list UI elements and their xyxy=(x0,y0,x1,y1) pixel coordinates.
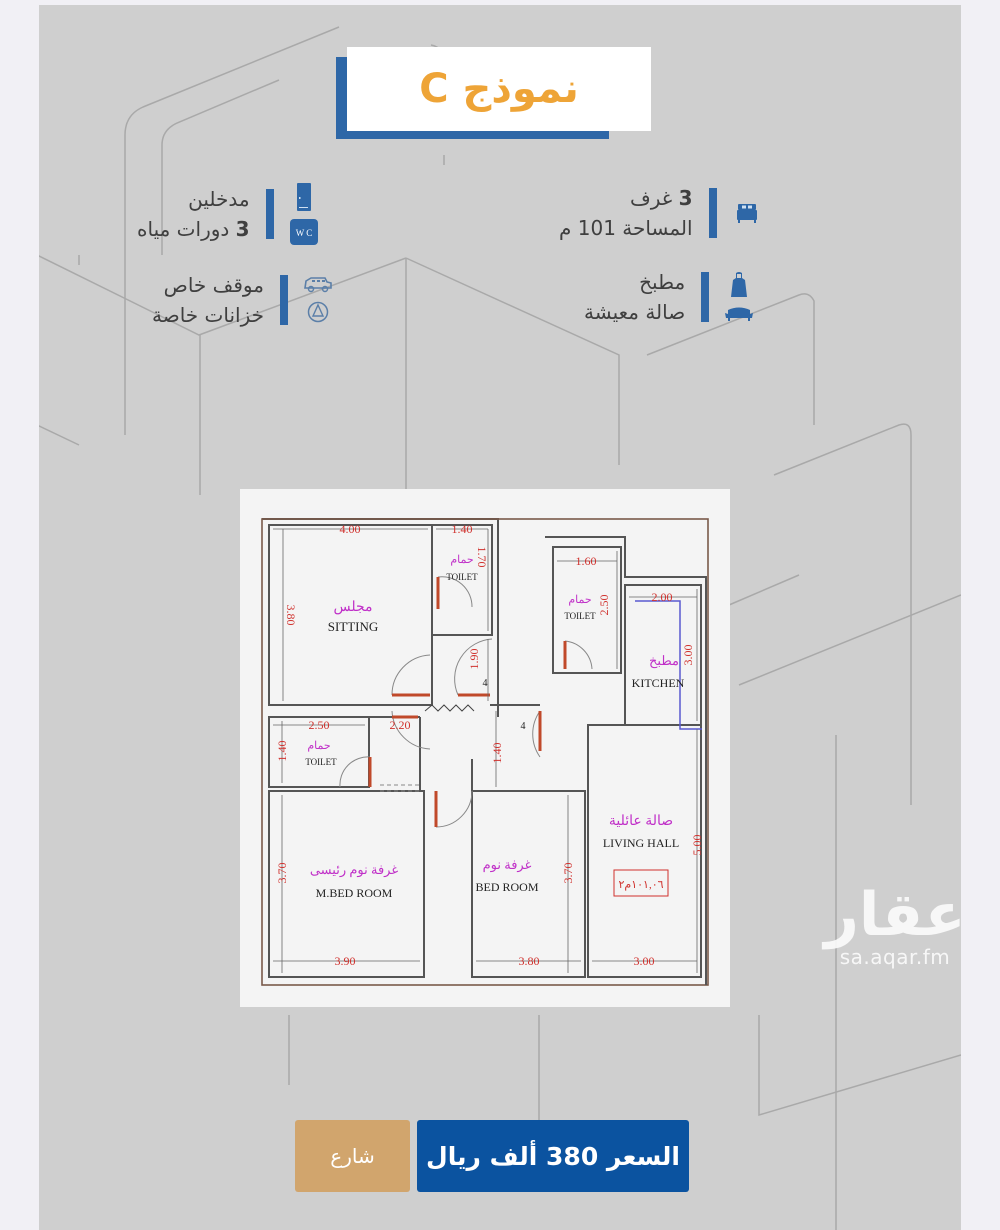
dim-bed-height: 3.70 xyxy=(561,863,575,884)
room-toilet-mid-ar: حمام xyxy=(568,594,591,606)
dim-living-height: 5.00 xyxy=(690,835,704,856)
dim-hall-small: 2.20 xyxy=(390,718,411,732)
room-kitchen-ar: مطبخ xyxy=(649,653,679,669)
dim-toilet-top-width: 1.40 xyxy=(452,522,473,536)
room-living-en: LIVING HALL xyxy=(603,836,679,850)
dim-bed-width: 3.80 xyxy=(519,954,540,968)
background-hex-pattern xyxy=(39,26,961,1230)
feature-kitchen: مطبخ xyxy=(639,270,686,294)
room-master-bed-en: M.BED ROOM xyxy=(316,886,393,900)
room-bed-en: BED ROOM xyxy=(475,880,538,894)
feature-living: صالة معيشة xyxy=(584,300,686,324)
feature-rooms-count: 3 غرف xyxy=(630,186,693,210)
room-toilet-left-ar: حمام xyxy=(307,740,330,752)
dim-corridor-height: 1.90 xyxy=(467,649,481,670)
price-button[interactable]: السعر 380 ألف ريال xyxy=(417,1120,689,1192)
feature-rooms-area: 3 غرف المساحة 101 م xyxy=(559,183,761,243)
room-living-ar: صالة عائلية xyxy=(609,814,673,829)
room-sitting-en: SITTING xyxy=(328,619,379,634)
feature-divider xyxy=(265,189,274,239)
feature-divider xyxy=(701,272,710,322)
apron-icon xyxy=(731,272,748,297)
wc-icon: W C xyxy=(289,219,318,245)
page-title: نموذج C xyxy=(419,66,579,112)
brochure-panel: نموذج C 3 غرف المساحة 101 م مطبخ صالة مع… xyxy=(39,5,961,1230)
svg-text:W C: W C xyxy=(295,228,312,238)
dim-kitchen-width: 2.00 xyxy=(652,590,673,604)
watermark-brand: عقار xyxy=(824,880,961,950)
dim-sitting-width: 4.00 xyxy=(340,522,361,536)
feature-entrances: مدخلين xyxy=(188,187,250,211)
sofa-icon xyxy=(725,307,754,321)
room-bed-ar: غرفة نوم xyxy=(483,857,532,873)
dim-kitchen-height: 3.00 xyxy=(681,645,695,666)
area-label: ١٠١,٠٦م٢ xyxy=(618,879,663,891)
feature-entrances-toilets: مدخلين 3 دورات مياه W C xyxy=(137,183,318,245)
bed-icon xyxy=(736,204,757,223)
feature-toilets: 3 دورات مياه xyxy=(137,217,250,241)
floor-plan: 4.00 3.80 1.40 1.70 1.90 1.60 2.50 2.00 … xyxy=(240,489,730,1007)
watermark-url: sa.aqar.fm xyxy=(839,945,951,969)
dim-living-width: 3.00 xyxy=(634,954,655,968)
dim-corridor2-height: 1.40 xyxy=(490,743,504,764)
dim-sitting-height: 3.80 xyxy=(284,605,298,626)
stair-mark-2: 4 xyxy=(521,721,526,732)
dim-toilet-left-width: 2.50 xyxy=(309,718,330,732)
room-kitchen-en: KITCHEN xyxy=(632,676,685,690)
dim-master-bed-width: 3.90 xyxy=(335,954,356,968)
stair-mark-1: 4 xyxy=(483,678,488,689)
room-toilet-top-en: TOILET xyxy=(446,572,478,582)
door-icon xyxy=(296,183,311,211)
dim-toilet-mid-width: 1.60 xyxy=(576,554,597,568)
title-card: نموذج C xyxy=(347,47,651,131)
water-tank-icon xyxy=(307,301,329,323)
floor-plan-drawing: 4.00 3.80 1.40 1.70 1.90 1.60 2.50 2.00 … xyxy=(261,518,709,986)
room-toilet-mid-en: TOILET xyxy=(564,611,596,621)
dim-master-bed-height: 3.70 xyxy=(275,863,289,884)
dim-toilet-mid-height: 2.50 xyxy=(597,595,611,616)
feature-parking: موقف خاص xyxy=(163,273,264,297)
feature-tanks: خزانات خاصة xyxy=(152,303,264,327)
room-master-bed-ar: غرفة نوم رئيسى xyxy=(310,862,398,878)
dim-toilet-top-height: 1.70 xyxy=(475,547,489,568)
room-toilet-top-ar: حمام xyxy=(450,554,473,566)
dim-toilet-left-height: 1.40 xyxy=(275,741,289,762)
car-icon xyxy=(304,277,332,293)
feature-area: المساحة 101 م xyxy=(559,216,693,240)
aqar-watermark: عقار sa.aqar.fm xyxy=(795,885,961,969)
feature-kitchen-living: مطبخ صالة معيشة xyxy=(584,267,754,327)
room-toilet-left-en: TOILET xyxy=(305,757,337,767)
feature-divider xyxy=(708,188,717,238)
feature-parking-tanks: موقف خاص خزانات خاصة xyxy=(152,270,332,330)
street-button[interactable]: شارع xyxy=(295,1120,410,1192)
feature-divider xyxy=(279,275,288,325)
room-sitting-ar: مجلس xyxy=(333,600,372,615)
